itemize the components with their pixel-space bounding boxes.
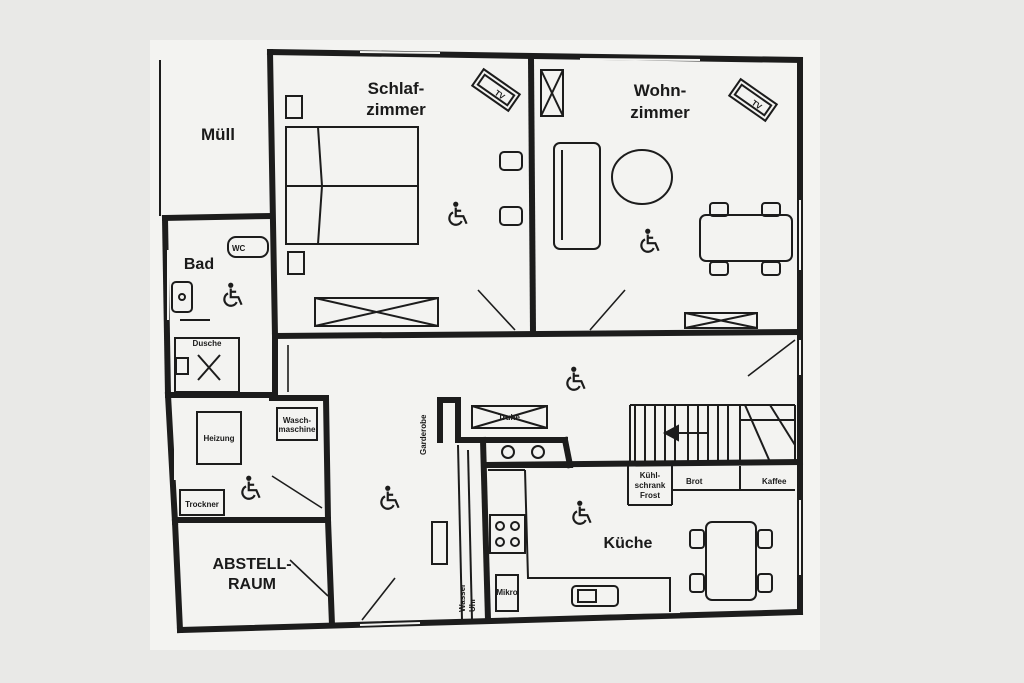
fridge-label-line3: Frost (640, 491, 660, 500)
storage-room-label-line2: RAUM (228, 576, 276, 593)
bedroom-label-line1: Schlaf- (368, 79, 425, 98)
living-room-furniture (540, 69, 793, 329)
windows (167, 51, 801, 626)
water-meter-label-line1: Wasser (458, 584, 467, 612)
washing-machine-label-line2: maschine (279, 425, 316, 434)
bath-label: Bad (184, 256, 214, 273)
wardrobe-label: Garderobe (419, 414, 428, 455)
shower-label: Dusche (193, 339, 222, 348)
dryer-label: Trockner (185, 500, 219, 509)
hallway-fixtures (431, 404, 796, 565)
kitchen-label: Küche (604, 535, 653, 552)
chest-label: Truhe (498, 413, 520, 422)
kitchen-fixtures (488, 445, 795, 612)
door-swings (271, 289, 796, 621)
waste-area-label: Müll (201, 125, 235, 144)
living-room-label-line1: Wohn- (634, 81, 687, 100)
microwave-label: Mikro (496, 588, 517, 597)
washing-machine-label-line1: Wasch- (283, 416, 311, 425)
bedroom-label-line2: zimmer (366, 100, 426, 119)
living-room-label-line2: zimmer (630, 103, 690, 122)
water-meter-label-line2: Uhr (468, 598, 477, 612)
fridge-label-line2: schrank (635, 481, 666, 490)
heating-label: Heizung (203, 434, 234, 443)
fridge-label-line1: Kühl- (640, 471, 661, 480)
storage-room-label-line1: ABSTELL- (212, 556, 291, 573)
wc-label: WC (232, 244, 246, 253)
coffee-label: Kaffee (762, 477, 787, 486)
bath-fixtures (171, 236, 269, 393)
stairs-arrow-icon (662, 424, 708, 442)
utility-fixtures (179, 407, 318, 516)
bedroom-furniture (285, 67, 523, 327)
bread-label: Brot (686, 477, 703, 486)
walls (161, 48, 804, 634)
